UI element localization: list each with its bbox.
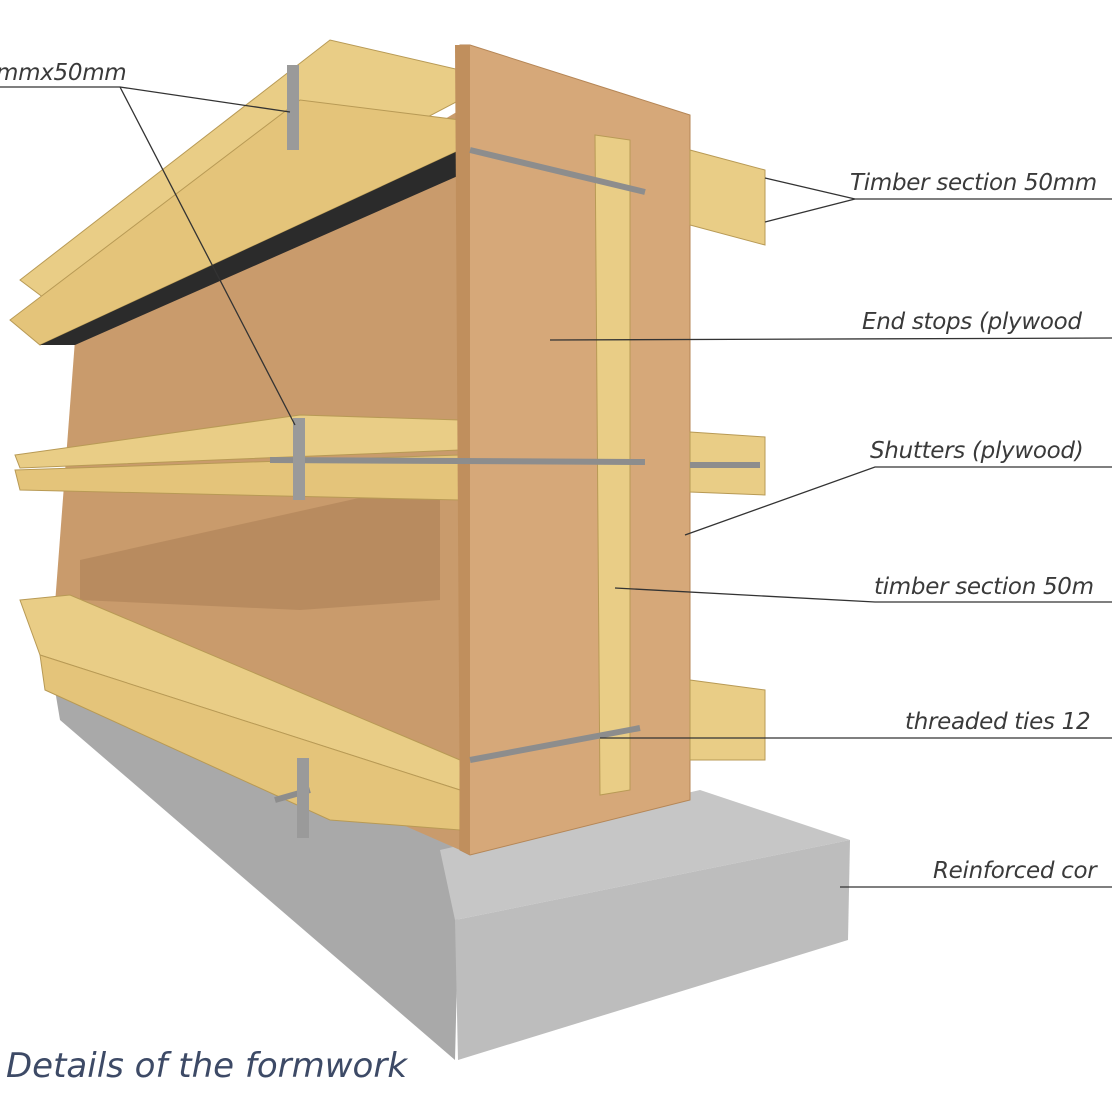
right-timber-bottom <box>689 679 766 761</box>
clamp-mid <box>293 418 305 500</box>
concrete-base-front <box>455 840 850 1060</box>
label-reinforced-concrete: Reinforced cor <box>933 858 1097 884</box>
label-timber-section-mid: timber section 50m <box>874 574 1094 600</box>
threaded-tie-mid <box>269 457 646 465</box>
shutter-shadow <box>80 480 440 610</box>
end-stop-plywood <box>459 44 691 856</box>
leader-lines <box>0 86 1112 888</box>
label-shutters: Shutters (plywood) <box>870 438 1084 464</box>
figure-caption: Details of the formwork <box>6 1046 408 1086</box>
right-timber-top <box>689 149 766 246</box>
top-timber-underside <box>40 150 460 345</box>
bottom-timber-lower <box>39 654 461 831</box>
end-stop-edge <box>455 45 470 855</box>
concrete-base-side <box>50 660 460 1060</box>
label-end-stops: End stops (plywood <box>862 309 1082 335</box>
concrete-base-top <box>440 790 850 920</box>
label-timber-dimensions: mmx50mm <box>0 60 127 86</box>
threaded-tie-bottom <box>469 725 641 763</box>
clamp-bottom <box>297 758 309 838</box>
clamp-top <box>287 65 299 150</box>
vertical-timber <box>594 134 631 796</box>
label-threaded-ties: threaded ties 12 <box>905 709 1091 735</box>
threaded-tie-top <box>469 147 646 195</box>
label-timber-section-top: Timber section 50mm <box>850 170 1097 196</box>
